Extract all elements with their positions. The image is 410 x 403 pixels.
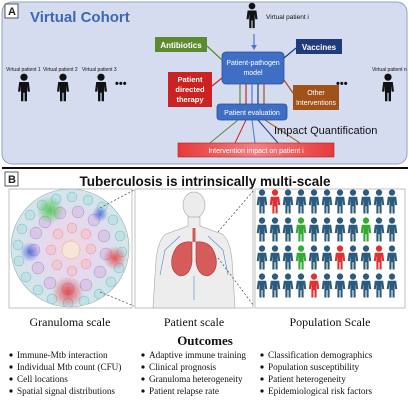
- arrow-therapy: [211, 77, 223, 87]
- other-line-2: Interventions: [296, 100, 337, 107]
- left-ellipsis: •••: [115, 78, 127, 90]
- zoom-line-right-bottom: [217, 257, 255, 307]
- evaluation-to-impact-lines: [209, 119, 301, 144]
- evaluation-label: Patient evaluation: [224, 110, 280, 117]
- zoom-line-right-top: [217, 189, 255, 233]
- panel-a: A Virtual Cohort Virtual patient i Virtu…: [1, 1, 408, 165]
- outcome-item: Patient heterogeneity: [268, 374, 346, 384]
- outcomes-col-2: Adaptive immune training Clinical progno…: [141, 350, 246, 396]
- panel-b-tag-box: [4, 171, 19, 187]
- arrow-antibiotics: [206, 45, 223, 61]
- outcome-item: Population susceptibility: [268, 362, 360, 372]
- right-patient-group: ••• Virtual patient n: [336, 67, 407, 102]
- right-ellipsis: •••: [336, 78, 348, 90]
- panel-b-tag: B: [8, 174, 16, 186]
- patient-2-label: Virtual patient 2: [43, 67, 78, 73]
- patient-illustration: [134, 188, 255, 309]
- outcome-item: Granuloma heterogeneity: [149, 374, 243, 384]
- outcome-item: Epidemiological risk factors: [268, 386, 373, 396]
- impact-bar-label: Intervention impact on patient i: [208, 148, 304, 155]
- impact-bar: [177, 142, 335, 158]
- therapy-line-3: therapy: [176, 95, 204, 104]
- lungs-icon: [171, 228, 217, 277]
- outcomes-col-1: Immune-Mtb interaction Individual Mtb co…: [9, 350, 121, 396]
- other-interventions-box: [293, 85, 339, 110]
- population-illustration: [254, 188, 406, 309]
- granuloma-scale-label: Granuloma scale: [30, 315, 111, 329]
- arrow-vaccines: [283, 47, 297, 59]
- vessel-lines: [159, 235, 229, 300]
- body-outline: [152, 191, 236, 309]
- therapy-line-2: directed: [175, 85, 205, 94]
- granuloma-illustration: [8, 188, 135, 309]
- arrow-head-model: [251, 45, 257, 50]
- model-line-2: model: [243, 70, 263, 77]
- vaccines-label: Vaccines: [302, 43, 337, 52]
- model-to-evaluation-lines: [239, 84, 265, 104]
- outcomes-list: Immune-Mtb interaction Individual Mtb co…: [9, 350, 373, 396]
- panel-a-tag-box: [4, 3, 19, 19]
- other-line-1: Other: [307, 90, 325, 97]
- patient-scale-label: Patient scale: [164, 315, 224, 329]
- outcomes-col-3: Classification demographics Population s…: [260, 350, 373, 396]
- outcome-item: Spatial signal distributions: [17, 386, 115, 396]
- antibiotics-label: Antibiotics: [160, 41, 202, 50]
- outcome-item: Patient relapse rate: [149, 386, 219, 396]
- arrow-other: [283, 79, 294, 94]
- patient-directed-therapy-box: [168, 72, 212, 107]
- outcome-item: Adaptive immune training: [149, 350, 246, 360]
- outcome-item: Clinical prognosis: [149, 362, 217, 372]
- population-scale-label: Population Scale: [290, 315, 371, 329]
- antibiotics-box: [155, 37, 207, 52]
- granuloma-cells: [12, 191, 128, 307]
- therapy-line-1: Patient: [177, 75, 203, 84]
- outcome-item: Individual Mtb count (CFU): [17, 362, 121, 372]
- vaccines-box: [296, 39, 342, 54]
- panel-b-title: Tuberculosis is intrinsically multi-scal…: [79, 174, 331, 189]
- panel-b: B Tuberculosis is intrinsically multi-sc…: [4, 171, 406, 396]
- outcomes-heading: Outcomes: [177, 333, 233, 348]
- outcome-item: Cell locations: [17, 374, 68, 384]
- patient-1-label: Virtual patient 1: [6, 67, 41, 73]
- impact-quantification-label: Impact Quantification: [274, 125, 377, 137]
- model-box: [221, 51, 285, 85]
- panel-a-tag: A: [8, 6, 16, 18]
- left-patient-group: Virtual patient 1 Virtual patient 2 Virt…: [6, 67, 127, 102]
- virtual-patient-i-label: Virtual patient i: [266, 14, 309, 21]
- patient-3-label: Virtual patient 3: [82, 67, 117, 73]
- outcome-item: Immune-Mtb interaction: [17, 350, 108, 360]
- patient-n-label: Virtual patient n: [372, 67, 407, 73]
- cohort-title: Virtual Cohort: [30, 9, 130, 26]
- model-line-1: Patient-pathogen: [226, 60, 279, 67]
- outcome-item: Classification demographics: [268, 350, 373, 360]
- zoom-line-top: [99, 189, 135, 209]
